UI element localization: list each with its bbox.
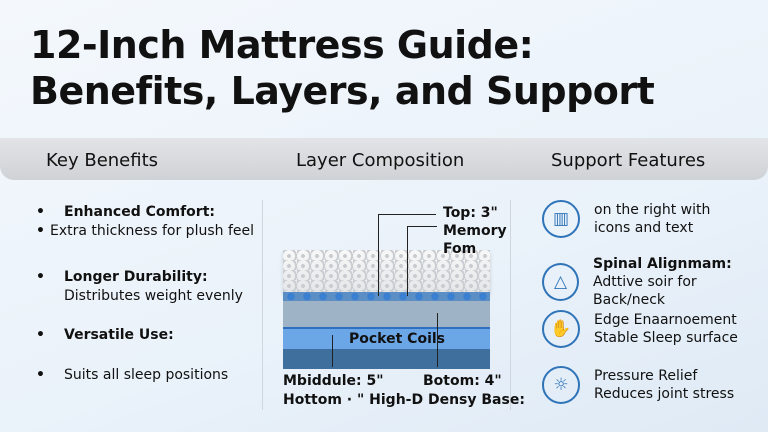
top-layer-label: Top: 3" (443, 205, 498, 221)
chart-icon: ▥ (542, 200, 580, 238)
coil-tops (283, 292, 490, 301)
foam-layer (283, 301, 490, 327)
title-line-2: Benefits, Layers, and Support (30, 69, 655, 113)
benefit-text: Extra thickness for plush feel (50, 223, 254, 239)
feature-item: ▥ on the right with icons and text (542, 200, 710, 238)
divider (510, 200, 511, 410)
pressure-icon: ☼ (542, 366, 580, 404)
header-band (0, 138, 768, 180)
memory-foam-layer (283, 250, 490, 292)
middle-layer-label: Mbiddule: 5" (283, 373, 384, 389)
feature-title: Spinal Alignmam: (593, 256, 732, 272)
benefit-title: Longer Durability: (64, 269, 208, 285)
divider (262, 200, 263, 410)
top-layer-label-2: Memory (443, 223, 507, 239)
feature-title: Edge Enaarnoement (594, 312, 737, 328)
page-title: 12-Inch Mattress Guide:Benefits, Layers,… (30, 22, 655, 114)
benefit-text: Suits all sleep positions (64, 367, 229, 383)
bottom-layer-label: Botom: 4" (423, 373, 502, 389)
spine-icon: △ (542, 263, 580, 301)
pocket-coils-layer (283, 327, 490, 349)
layer-composition-heading: Layer Composition (296, 150, 465, 171)
base-label: Hottom · " High-D Densy Base: (283, 392, 525, 408)
feature-title: on the right with (594, 202, 711, 218)
feature-text: Adttive soir for Back/neck (593, 274, 697, 308)
feature-item: △ Spinal Alignmam: Adttive soir for Back/n… (542, 255, 768, 309)
pocket-coils-label: Pocket Coils (349, 331, 445, 347)
benefit-title: Enhanced Comfort: (64, 204, 215, 220)
feature-text: Reduces joint stress (594, 386, 735, 402)
top-layer-label-3: Fom (443, 241, 477, 257)
benefit-item: •Versatile Use: (36, 327, 174, 343)
base-layer (283, 349, 490, 369)
feature-text: icons and text (594, 220, 694, 236)
hand-icon: ✋ (542, 310, 580, 348)
feature-title: Pressure Relief (594, 368, 698, 384)
key-benefits-heading: Key Benefits (46, 150, 159, 171)
benefit-text: Distributes weight evenly (64, 288, 243, 304)
support-features-heading: Support Features (551, 150, 706, 171)
benefit-title: Versatile Use: (64, 327, 174, 343)
benefit-item: •Longer Durability:Distributes weight ev… (36, 269, 243, 304)
benefit-item: •Suits all sleep positions (36, 367, 229, 383)
feature-text: Stable Sleep surface (594, 330, 738, 346)
benefit-item: •Enhanced Comfort:Extra thickness for pl… (36, 203, 254, 239)
title-line-1: 12-Inch Mattress Guide: (30, 23, 534, 67)
